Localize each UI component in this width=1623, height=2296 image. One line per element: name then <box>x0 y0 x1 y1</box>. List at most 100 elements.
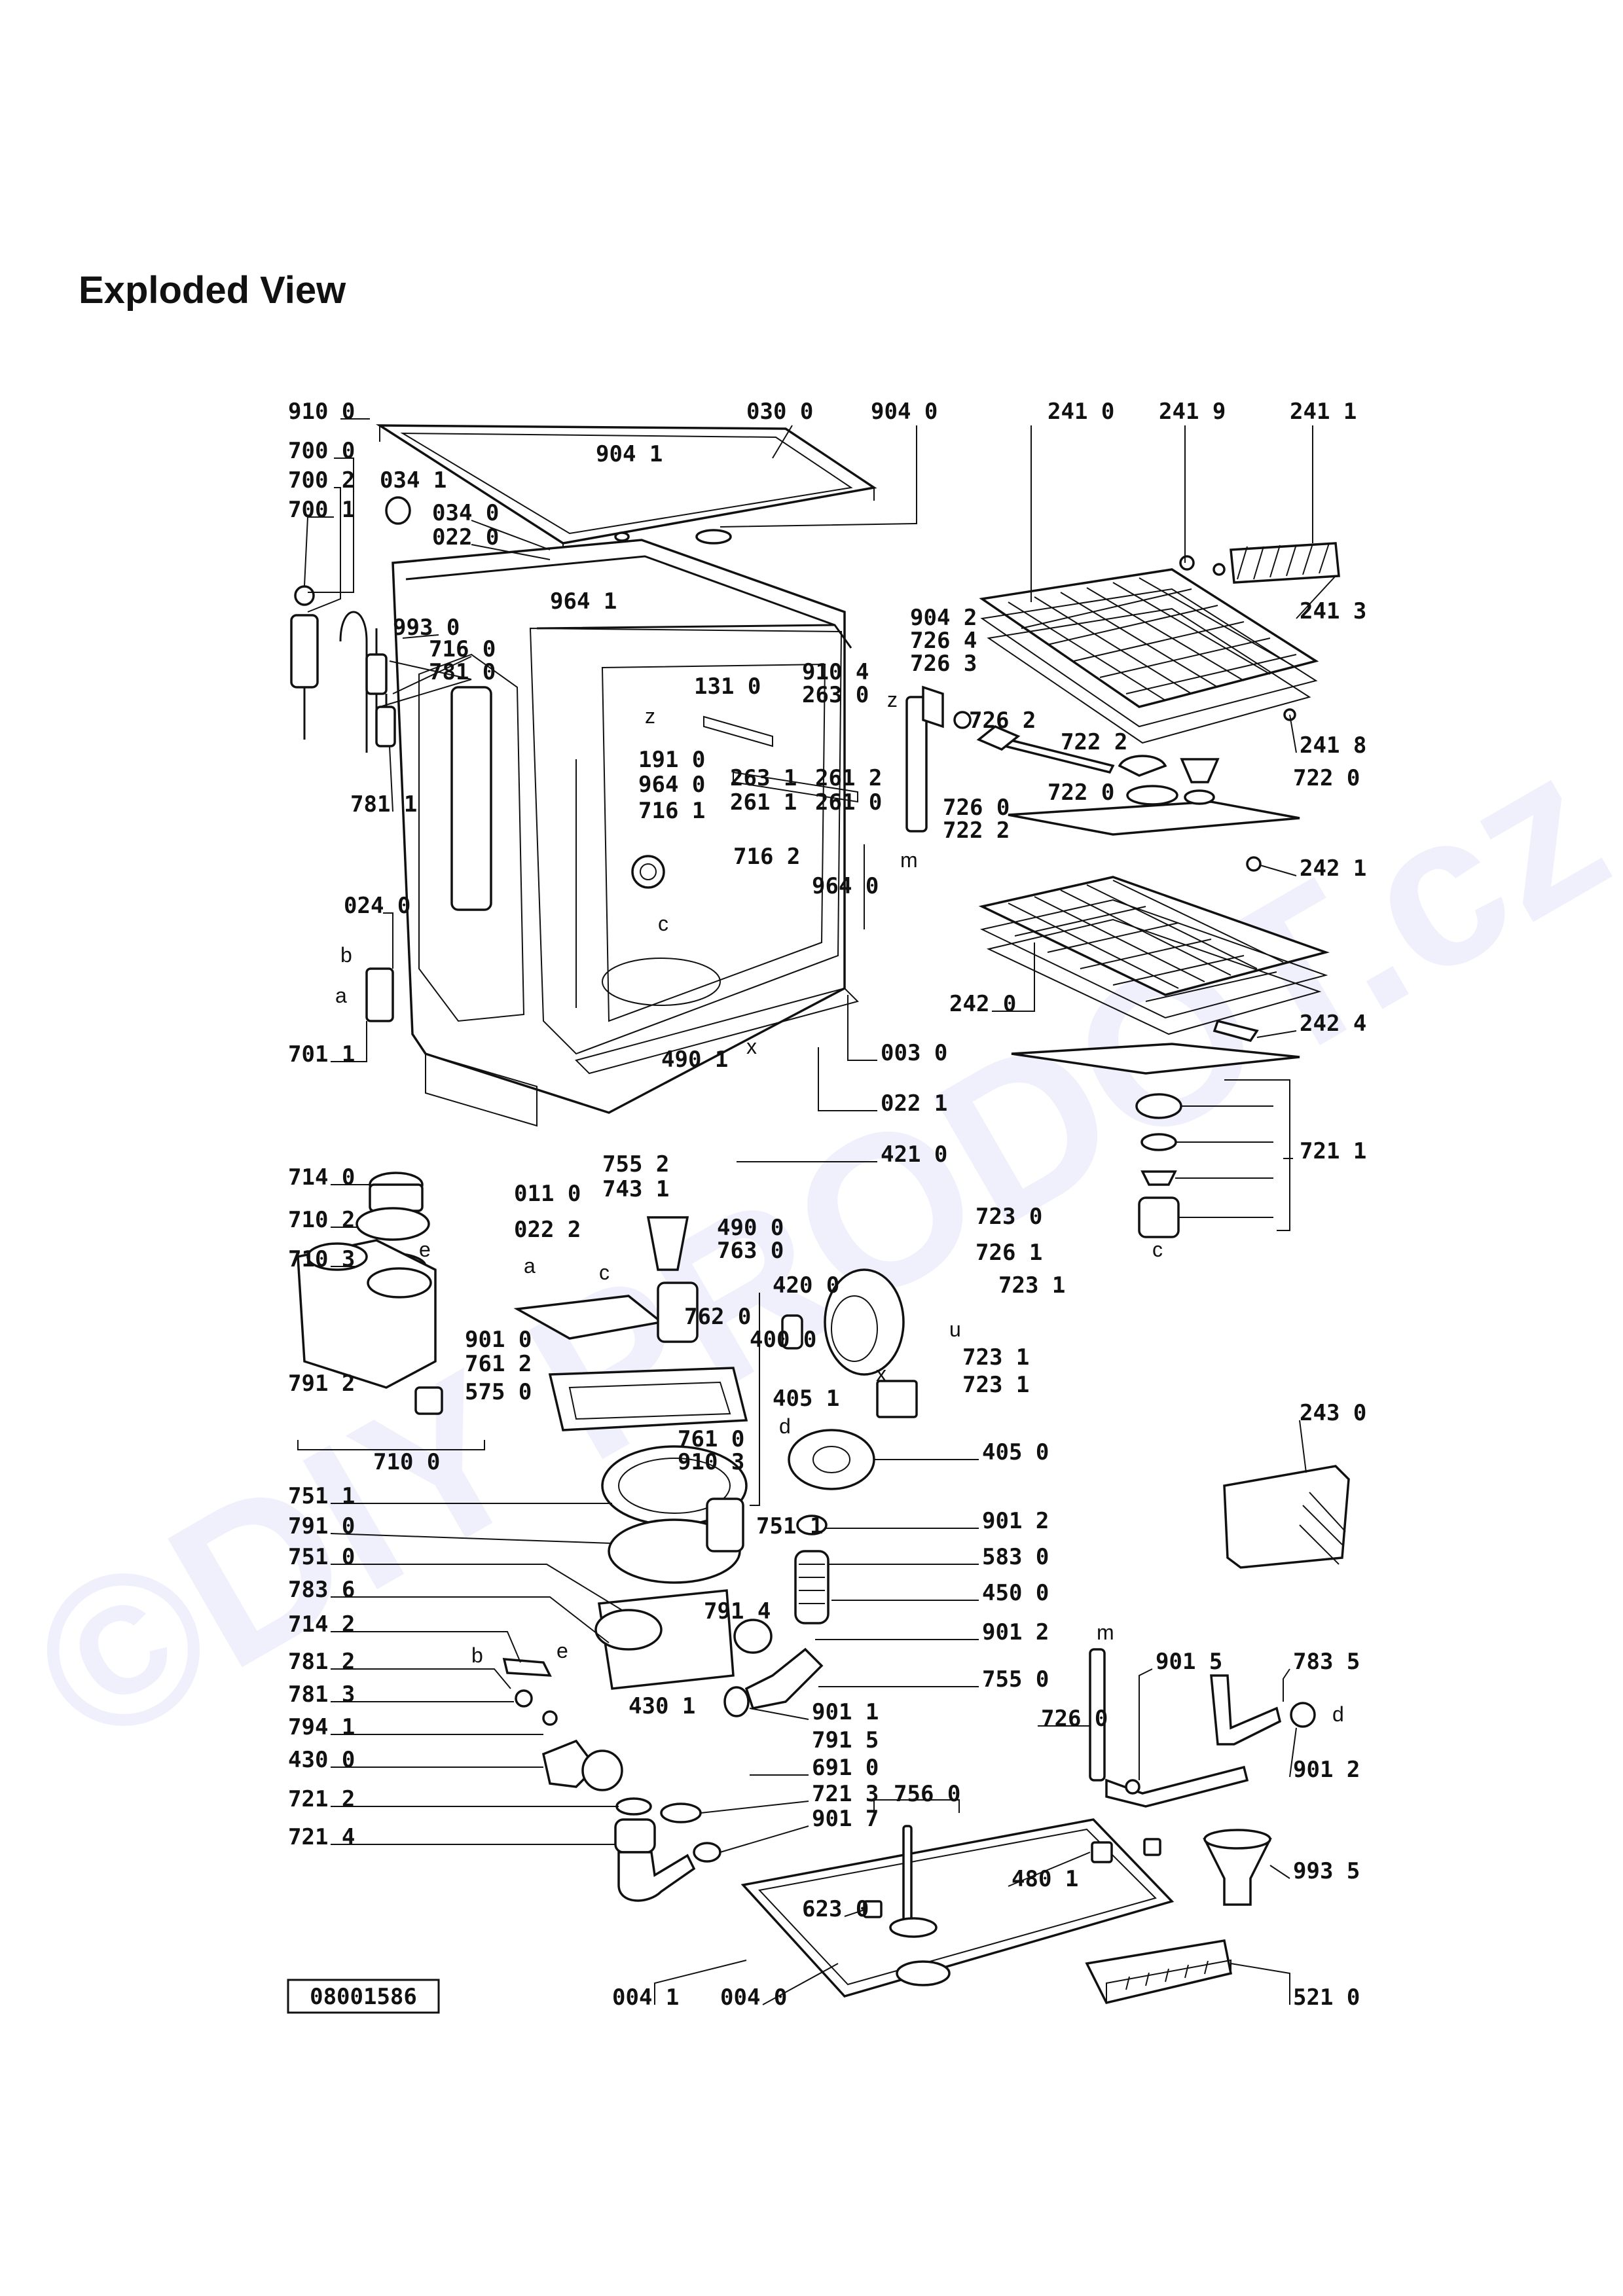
part-label: 723 0 <box>976 1204 1042 1230</box>
part-label: 421 0 <box>881 1141 947 1168</box>
lower-basket <box>978 856 1330 1043</box>
cabinet-frame <box>392 539 865 1127</box>
upper-spray-arm <box>905 685 1300 836</box>
drain-pump <box>502 1658 721 1902</box>
part-label: 964 0 <box>638 772 705 798</box>
part-label: 726 4 <box>910 628 977 654</box>
part-label: 490 1 <box>661 1047 728 1073</box>
part-label: 761 2 <box>465 1351 532 1377</box>
part-label: 904 1 <box>596 441 663 467</box>
part-label: 261 2 <box>815 765 882 791</box>
part-label: 791 5 <box>812 1727 879 1753</box>
upper-basket <box>979 542 1340 744</box>
part-label: 756 0 <box>894 1781 960 1807</box>
part-label: 700 1 <box>288 497 355 523</box>
part-label: 794 1 <box>288 1714 355 1740</box>
leader-lines <box>304 418 1336 2005</box>
reference-letter: m <box>1097 1621 1114 1644</box>
part-label: 480 1 <box>1012 1866 1078 1892</box>
part-label: 700 2 <box>288 467 355 493</box>
part-label: 755 2 <box>602 1151 669 1177</box>
part-label: 490 0 <box>717 1215 784 1241</box>
part-label: 420 0 <box>773 1272 839 1299</box>
water-inlet-assembly <box>290 496 492 1022</box>
part-label: 993 0 <box>393 615 460 641</box>
part-label: 964 1 <box>550 588 617 615</box>
part-label: 242 1 <box>1300 855 1366 882</box>
reference-letter: e <box>419 1238 431 1261</box>
part-label: 761 0 <box>678 1426 744 1452</box>
part-label: 721 1 <box>1300 1138 1366 1164</box>
part-label: 751 1 <box>756 1513 823 1539</box>
reference-letter: u <box>949 1318 961 1341</box>
part-label: 726 0 <box>1041 1706 1108 1732</box>
base-plate <box>740 1799 1175 1998</box>
part-label: 723 1 <box>962 1372 1029 1398</box>
part-label: 721 2 <box>288 1786 355 1812</box>
part-label: 131 0 <box>694 673 761 700</box>
wash-pump-motor <box>723 1268 918 1717</box>
part-label: 726 1 <box>976 1240 1042 1266</box>
reference-letter: z <box>887 688 898 711</box>
reference-letter: a <box>524 1254 536 1278</box>
part-label: 022 2 <box>514 1217 581 1243</box>
part-label: 783 6 <box>288 1577 355 1603</box>
part-label: 242 4 <box>1300 1011 1366 1037</box>
part-label: 263 0 <box>802 682 869 708</box>
part-label: 575 0 <box>465 1379 532 1405</box>
part-label: 716 0 <box>429 636 496 662</box>
part-label: 701 1 <box>288 1041 355 1067</box>
part-label: 964 0 <box>812 873 879 899</box>
part-label: 723 1 <box>962 1344 1029 1371</box>
part-label: 726 0 <box>943 795 1010 821</box>
part-label: 722 0 <box>1293 765 1360 791</box>
part-label: 430 1 <box>629 1693 695 1719</box>
part-label: 791 0 <box>288 1513 355 1539</box>
part-label: 430 0 <box>288 1747 355 1773</box>
part-label: 710 0 <box>373 1449 440 1475</box>
part-label: 243 0 <box>1300 1400 1366 1426</box>
part-label: 763 0 <box>717 1238 784 1264</box>
part-label: 716 1 <box>638 798 705 824</box>
part-label: 901 2 <box>982 1508 1049 1534</box>
part-label: 004 1 <box>612 1984 679 2011</box>
top-cover <box>375 424 877 556</box>
part-label: 726 3 <box>910 651 977 677</box>
part-label: 721 3 <box>812 1781 879 1807</box>
part-label: 003 0 <box>881 1040 947 1066</box>
control-panel <box>1085 1939 1233 2005</box>
part-label: 751 1 <box>288 1483 355 1509</box>
part-label: 242 0 <box>949 991 1016 1017</box>
reference-letter: m <box>900 848 918 872</box>
drawing-code-box: 08001586 <box>287 1979 440 2014</box>
reference-letter: d <box>779 1414 791 1438</box>
part-label: 743 1 <box>602 1176 669 1202</box>
part-label: 405 1 <box>773 1386 839 1412</box>
part-label: 721 4 <box>288 1824 355 1850</box>
part-label: 263 1 <box>730 765 797 791</box>
reference-letter: a <box>335 984 347 1007</box>
part-label: 791 2 <box>288 1371 355 1397</box>
part-label: 901 7 <box>812 1806 879 1832</box>
part-label: 781 2 <box>288 1649 355 1675</box>
part-label: 583 0 <box>982 1544 1049 1570</box>
part-label: 400 0 <box>750 1327 816 1353</box>
part-label: 751 0 <box>288 1544 355 1570</box>
reference-letter: d <box>1332 1702 1344 1726</box>
right-side-parts <box>1089 1465 1350 1906</box>
part-label: 901 5 <box>1156 1649 1222 1675</box>
part-label: 723 1 <box>998 1272 1065 1299</box>
part-label: 901 1 <box>812 1699 879 1725</box>
part-label: 726 2 <box>969 708 1036 734</box>
part-label: 241 3 <box>1300 598 1366 624</box>
part-label: 714 2 <box>288 1611 355 1638</box>
part-label: 710 2 <box>288 1207 355 1233</box>
reference-letter: b <box>471 1643 483 1667</box>
part-label: 405 0 <box>982 1439 1049 1465</box>
reference-letter: x <box>746 1035 757 1058</box>
part-label: 261 0 <box>815 789 882 816</box>
part-label: 700 0 <box>288 438 355 464</box>
part-label: 004 0 <box>720 1984 787 2011</box>
